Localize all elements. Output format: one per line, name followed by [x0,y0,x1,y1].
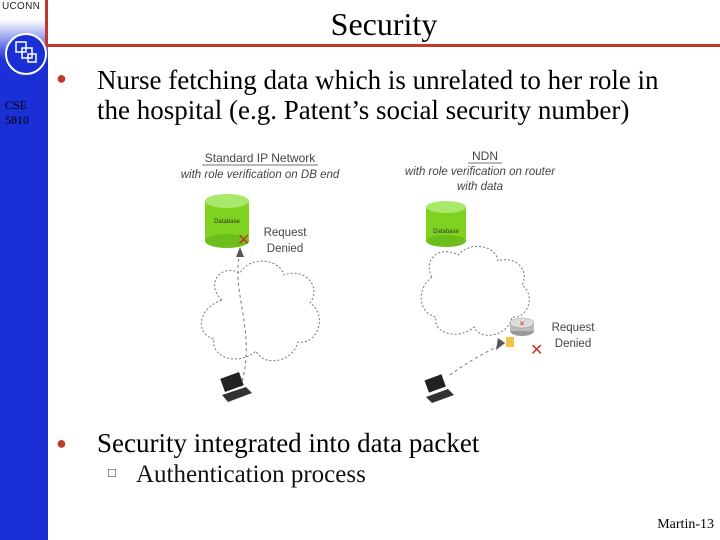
left-status-line-2: Denied [267,243,303,255]
bullet-1-line-2: the hospital (e.g. Patent’s social secur… [97,95,630,125]
svg-text:✕: ✕ [519,321,525,328]
right-request-path [449,342,506,376]
left-request-path [237,252,247,396]
right-laptop-icon [424,374,454,403]
left-database-icon [205,194,249,248]
data-packet-icon [506,337,514,347]
org-name: UCONN [2,1,41,12]
right-diagram-title: NDN [472,149,498,163]
right-diagram-subtitle-1: with role verification on router [405,166,556,178]
right-network-cloud [420,246,530,336]
right-arrowhead-icon [496,338,505,350]
page-title: Security [330,6,438,42]
left-arrowhead-icon [236,247,244,257]
university-logo-icon [5,33,47,75]
course-dept: CSE [5,98,28,112]
course-number: 5810 [5,113,29,127]
title-divider-vertical [45,0,48,47]
course-label: CSE 5810 [5,98,29,128]
top-bar: UCONN [0,0,720,20]
right-status-line-2: Denied [555,338,591,350]
right-database-icon [426,201,466,247]
left-network-cloud [200,260,320,362]
right-diagram-subtitle-2: with data [457,181,503,193]
left-diagram-title: Standard IP Network [205,151,317,165]
bullet-icon: ● [56,68,67,88]
page-footer: Martin-13 [657,517,714,532]
title-divider [48,44,720,47]
bullet-1-line-1: Nurse fetching data which is unrelated t… [97,65,659,95]
bullet-text-1: Nurse fetching data which is unrelated t… [97,65,659,125]
left-laptop-icon [220,372,252,402]
left-db-label: Database [214,219,240,225]
left-sidebar [0,0,48,540]
network-diagram: Standard IP Network with role verificati… [181,149,596,403]
right-db-label: Database [433,229,459,235]
left-deny-x-icon: ✕ [237,232,250,249]
left-diagram-subtitle: with role verification on DB end [181,169,340,181]
router-icon: ✕ [509,317,535,336]
bullet-icon: ● [56,433,67,453]
sub-bullet-text: Authentication process [136,461,366,488]
right-deny-x-icon: ✕ [530,342,543,359]
bullet-text-2: Security integrated into data packet [97,428,480,458]
sub-bullet-icon: □ [108,465,116,480]
left-status-line-1: Request [264,227,308,239]
right-status-line-1: Request [552,322,596,334]
